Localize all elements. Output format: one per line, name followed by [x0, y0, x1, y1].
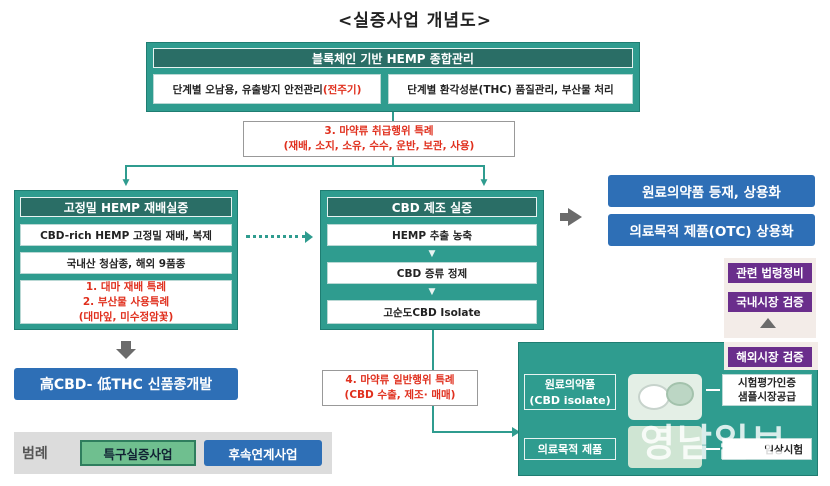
api-sublabel: (CBD isolate)	[529, 394, 611, 407]
arrow-down-left-icon: ▼	[122, 178, 130, 188]
mid-panel-step-3: 고순도CBD Isolate	[327, 300, 537, 324]
top-management-right-item: 단계별 환각성분(THC) 품질관리, 부산물 처리	[388, 74, 633, 104]
left-red-line-1: 1. 대마 재배 특례	[85, 280, 167, 293]
special-provision-3: 3. 마약류 취급행위 특례 (재배, 소지, 소유, 수수, 운반, 보관, …	[243, 121, 515, 157]
arrow-down-right-icon: ▼	[480, 178, 488, 188]
top-left-red-text: (전주기)	[322, 83, 362, 96]
connector-to-bottom-panel	[432, 431, 514, 433]
watermark-logo: 영남일보	[640, 421, 788, 465]
mid-panel-step-2: CBD 증류 정제	[327, 262, 537, 284]
connector-mid-down	[432, 330, 434, 370]
overseas-market-item: 해외시장 검증	[728, 347, 812, 367]
result-box-2: 임상시험	[722, 438, 812, 460]
dotted-arrow-line	[246, 235, 306, 238]
connector-right-down	[483, 165, 485, 183]
left-red-line-2: 2. 부산물 사용특례	[82, 295, 170, 308]
legend-label: 범례	[22, 446, 48, 462]
commercialization-otc: 의료목적 제품(OTC) 상용화	[608, 214, 815, 246]
connector-left-down	[125, 165, 127, 183]
special-provision-4: 4. 마약류 일반행위 특례 (CBD 수출, 제조· 매매)	[322, 370, 478, 406]
left-panel-item-2: 국내산 청삼종, 해외 9품종	[20, 252, 232, 274]
result-1-line-a: 시험평가인증	[738, 377, 796, 389]
arrow-right-bottom-icon	[512, 427, 520, 437]
arrow-up-icon	[760, 318, 776, 328]
result-1-line-b: 샘플시장공급	[738, 391, 796, 403]
dotted-arrow-head-icon	[305, 231, 313, 243]
legend-item-special-zone: 특구실증사업	[80, 440, 196, 466]
left-panel-header: 고정밀 HEMP 재배실증	[20, 197, 232, 217]
gray-arrow-down-stem	[121, 341, 131, 350]
left-red-line-3: (대마잎, 미수정암꽃)	[78, 310, 174, 323]
left-panel-item-1: CBD-rich HEMP 고정밀 재배, 복제	[20, 224, 232, 246]
connector-vertical-mid	[392, 157, 394, 166]
commercialization-api: 원료의약품 등재, 상용화	[608, 175, 815, 207]
bottom-label-1: 원료의약품 (CBD isolate)	[524, 374, 616, 410]
special-4-line1: 4. 마약류 일반행위 특례	[345, 374, 455, 386]
step-arrow-2-icon: ▼	[428, 287, 436, 297]
top-management-header: 블록체인 기반 HEMP 종합관리	[153, 48, 633, 68]
special-4-line2: (CBD 수출, 제조· 매매)	[344, 389, 456, 401]
connector-mid-down-2	[432, 406, 434, 432]
gray-arrow-right-icon	[568, 208, 582, 226]
page-title: <실증사업 개념도>	[338, 11, 492, 31]
result-box-1: 시험평가인증 샘플시장공급	[722, 374, 812, 406]
gray-arrow-down-icon	[116, 349, 136, 359]
domestic-market-item: 국내시장 검증	[728, 292, 812, 312]
step-arrow-1-icon: ▼	[428, 249, 436, 259]
special-3-line2: (재배, 소지, 소유, 수수, 운반, 보관, 사용)	[283, 140, 475, 152]
product-bottle-image	[628, 426, 702, 468]
special-3-line1: 3. 마약류 취급행위 특례	[324, 125, 434, 137]
new-variety-result: 高CBD- 低THC 신품종개발	[14, 368, 238, 400]
api-label: 원료의약품	[544, 378, 596, 391]
connector-vertical-top	[392, 112, 394, 121]
connector-horizontal	[125, 165, 485, 167]
legend-item-follow-up: 후속연계사업	[204, 440, 322, 466]
jar-lid-icon	[666, 382, 694, 406]
left-panel-special-provisions: 1. 대마 재배 특례 2. 부산물 사용특례 (대마잎, 미수정암꽃)	[20, 280, 232, 324]
arrow-to-result-1-icon	[706, 389, 720, 391]
law-reform-item: 관련 법령정비	[728, 263, 812, 283]
mid-panel-step-1: HEMP 추출 농축	[327, 224, 537, 246]
mid-panel-header: CBD 제조 실증	[327, 197, 537, 217]
bottom-label-2: 의료목적 제품	[524, 438, 616, 460]
product-jar-image	[628, 374, 702, 420]
jar-icon	[638, 384, 670, 410]
gray-arrow-right-stem	[560, 213, 569, 221]
arrow-to-result-2-icon	[706, 448, 720, 450]
top-management-left-item: 단계별 오남용, 유출방지 안전관리(전주기)	[153, 74, 381, 104]
top-left-text: 단계별 오남용, 유출방지 안전관리	[172, 83, 323, 96]
